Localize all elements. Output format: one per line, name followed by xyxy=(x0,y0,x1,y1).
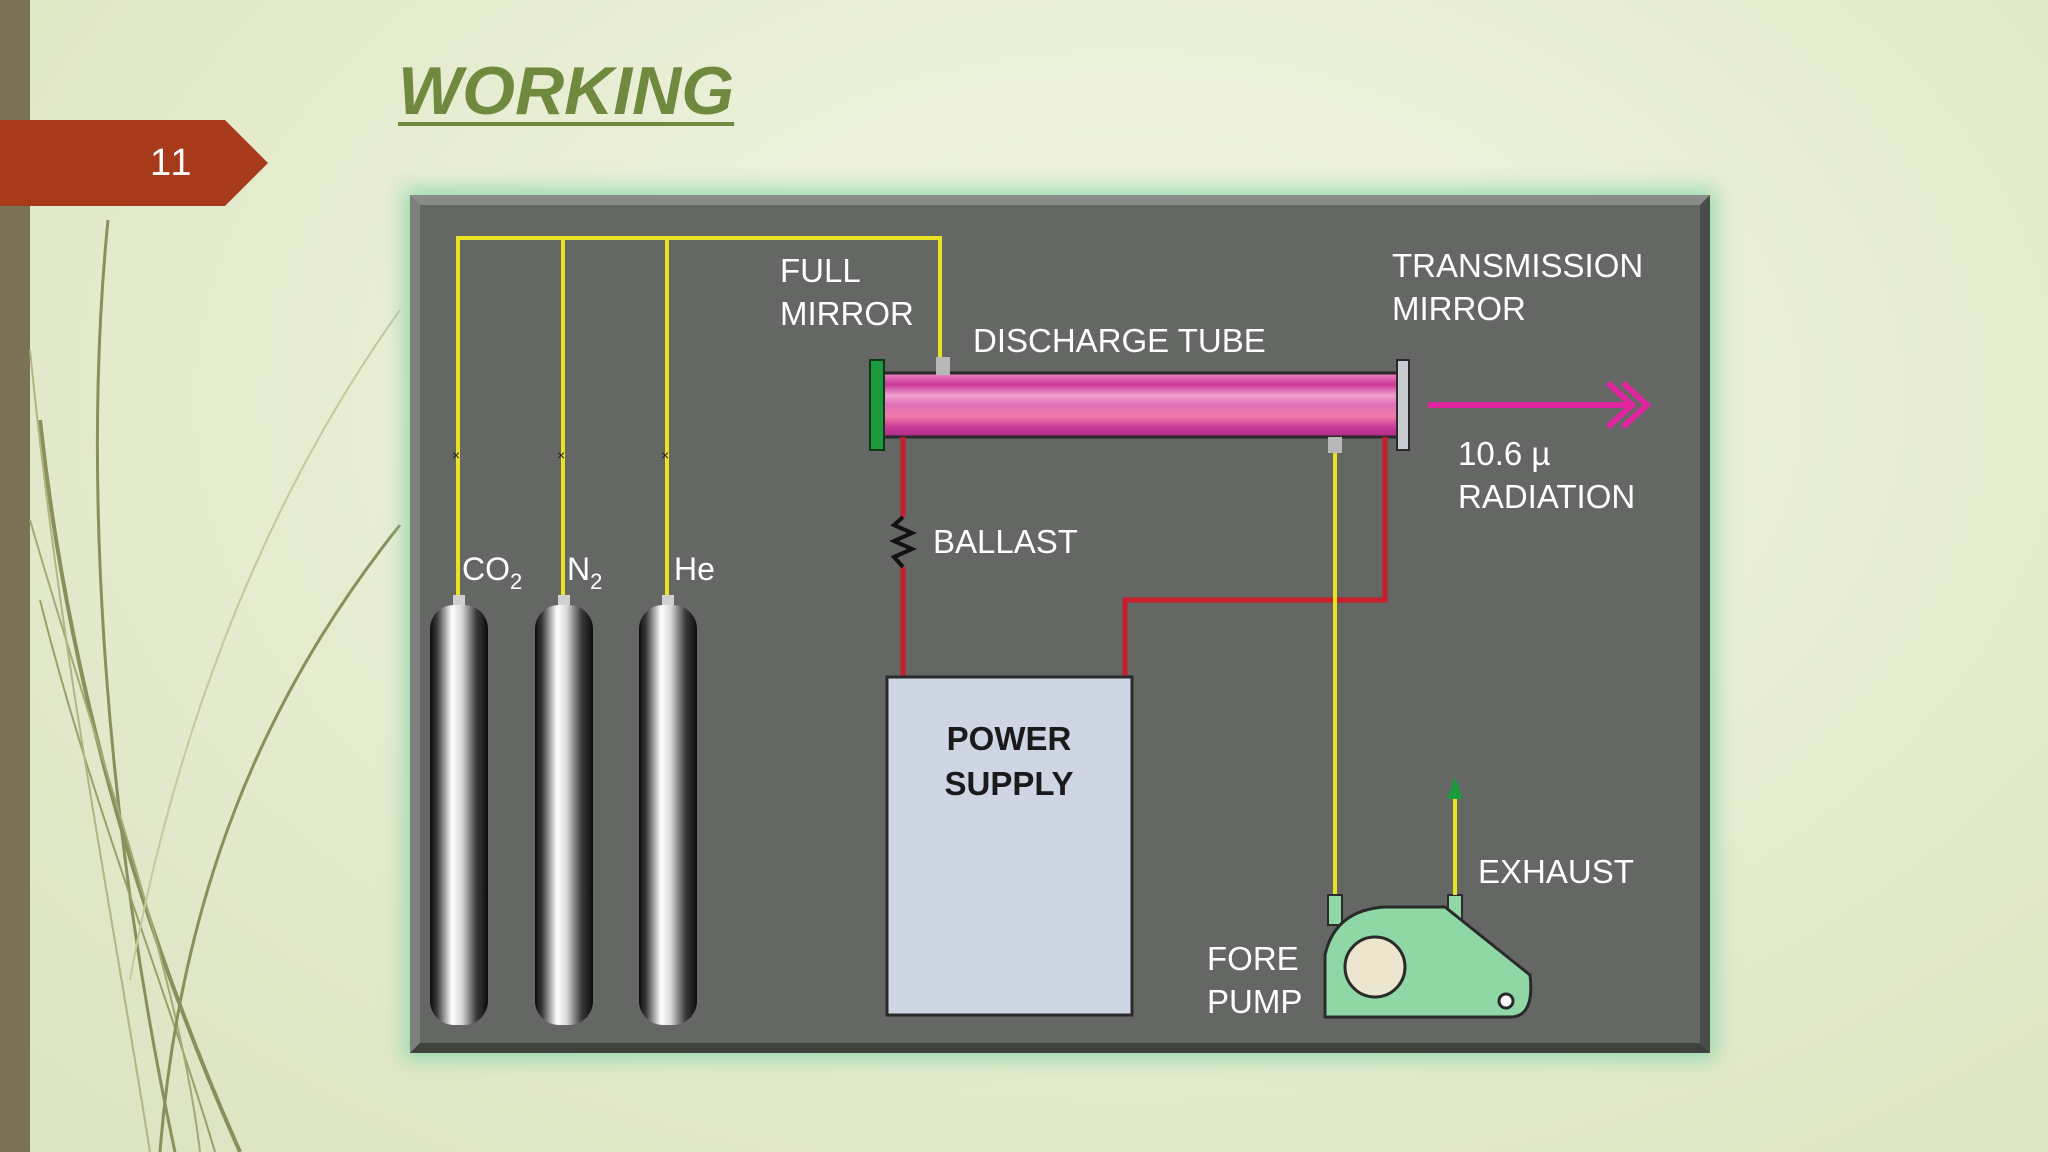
full-mirror-label-line2: MIRROR xyxy=(780,295,914,332)
transmission-mirror-label-line2: MIRROR xyxy=(1392,290,1526,327)
radiation-value-label: 10.6 µ xyxy=(1458,435,1550,472)
svg-text:×: × xyxy=(452,447,460,463)
power-supply-label-line2: SUPPLY xyxy=(944,765,1073,802)
exhaust-arrow-icon xyxy=(1447,777,1463,799)
gas-cylinder-co2 xyxy=(430,595,488,1025)
electrical-wiring xyxy=(900,437,1388,677)
full-mirror xyxy=(869,359,885,451)
transmission-mirror-label-line1: TRANSMISSION xyxy=(1392,247,1643,284)
radiation-arrow xyxy=(1428,380,1652,430)
transmission-mirror xyxy=(1396,359,1410,451)
gas-cylinder-n2 xyxy=(535,595,593,1025)
svg-text:×: × xyxy=(661,447,669,463)
ballast-label: BALLAST xyxy=(933,523,1078,560)
label-n2: N2 xyxy=(567,551,602,594)
discharge-tube-label: DISCHARGE TUBE xyxy=(973,322,1266,359)
power-supply-label-line1: POWER xyxy=(947,720,1072,757)
label-co2: CO2 xyxy=(462,551,522,594)
exhaust-label: EXHAUST xyxy=(1478,853,1634,890)
power-supply: POWER SUPPLY xyxy=(885,675,1134,1017)
decorative-swooshes xyxy=(29,219,402,1152)
fore-pump-label-line1: FORE xyxy=(1207,940,1299,977)
svg-text:×: × xyxy=(557,447,565,463)
discharge-tube xyxy=(880,357,1400,453)
label-he: He xyxy=(674,551,715,587)
full-mirror-label-line1: FULL xyxy=(780,252,861,289)
ballast-resistor-icon xyxy=(889,515,917,569)
gas-valves: × × × xyxy=(452,447,669,463)
radiation-label: RADIATION xyxy=(1458,478,1635,515)
laser-diagram: × × × CO2 N2 He FULL MIRROR DISCHARGE TU… xyxy=(410,195,1710,1053)
gas-cylinder-he xyxy=(639,595,697,1025)
fore-pump-label-line2: PUMP xyxy=(1207,983,1302,1020)
slide-title: WORKING xyxy=(398,53,735,129)
fore-pump xyxy=(1323,894,1533,1019)
slide-number-tab xyxy=(0,120,268,206)
gas-supply-lines xyxy=(456,236,942,600)
slide-number: 11 xyxy=(150,142,194,184)
